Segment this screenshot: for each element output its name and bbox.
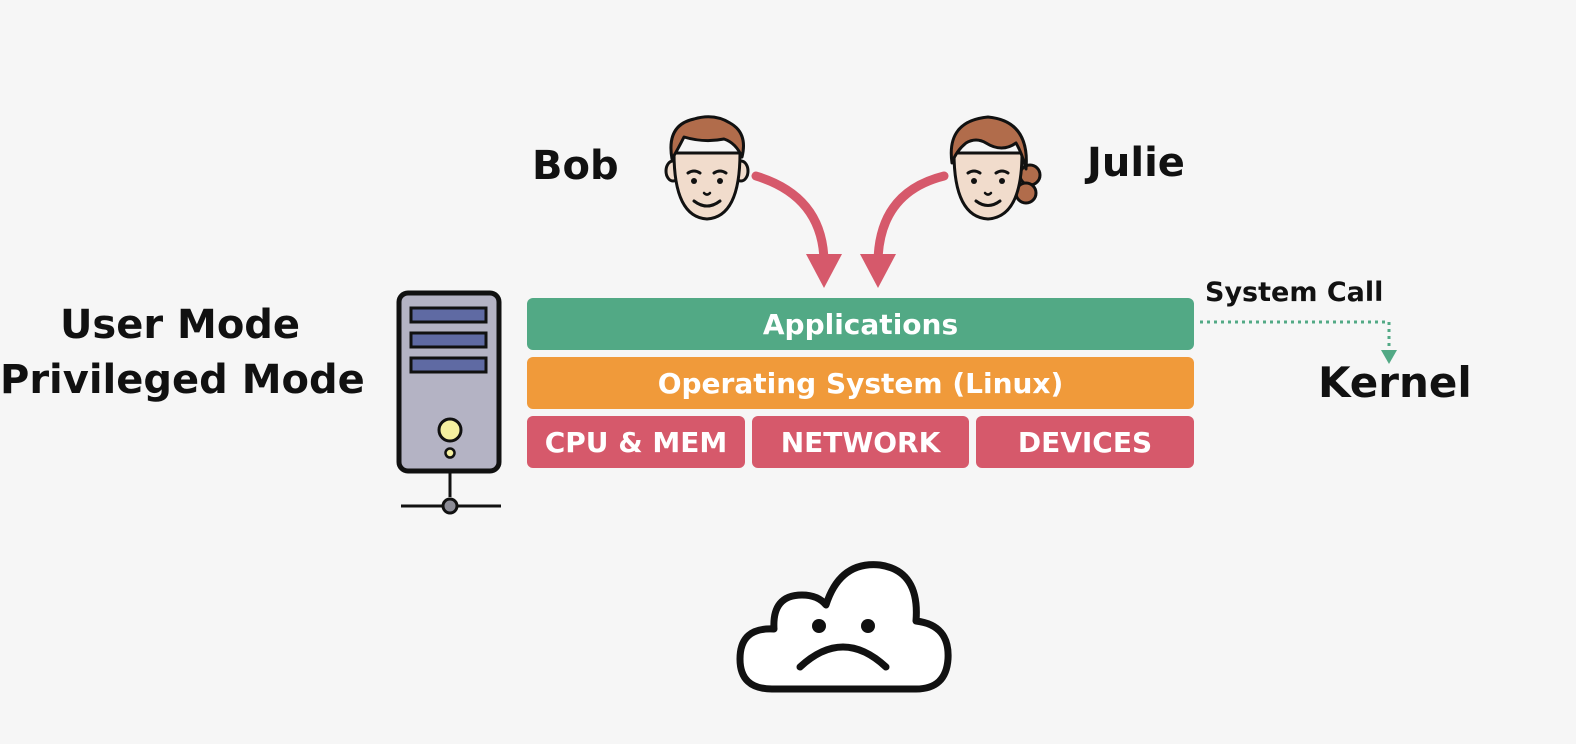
bob-to-apps-arrow: [751, 171, 842, 288]
kernel-label: Kernel: [1318, 358, 1472, 407]
julie-to-apps-arrow: [860, 171, 949, 288]
cpu-mem-block: CPU & MEM: [527, 416, 745, 468]
applications-layer: Applications: [527, 298, 1194, 350]
julie-label: Julie: [1087, 140, 1185, 186]
devices-block: DEVICES: [976, 416, 1194, 468]
system-call-arrow: [1200, 320, 1397, 364]
privileged-mode-label: Privileged Mode: [0, 357, 365, 403]
user-mode-label: User Mode: [59, 302, 301, 348]
woman-face-icon: [949, 115, 1042, 221]
sad-cloud-icon: [736, 561, 952, 693]
man-face-icon: [664, 115, 750, 221]
operating-system-layer: Operating System (Linux): [527, 357, 1194, 409]
system-call-label: System Call: [1205, 277, 1384, 308]
server-tower-icon: [396, 290, 502, 515]
bob-label: Bob: [532, 143, 619, 189]
network-block: NETWORK: [752, 416, 969, 468]
